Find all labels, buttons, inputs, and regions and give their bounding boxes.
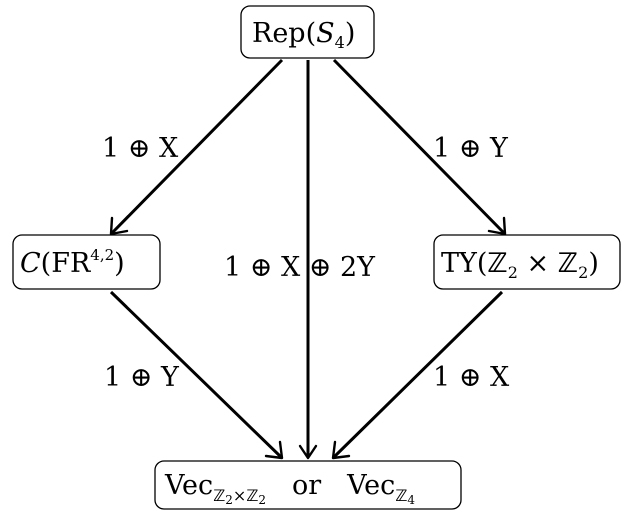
edge-right-bottom bbox=[331, 290, 504, 460]
node-left-box bbox=[12, 234, 161, 290]
arrowhead-bottom-center bbox=[298, 444, 318, 460]
label-top-left: 1 ⊕ X bbox=[102, 133, 179, 164]
arrowhead-bottom-left bbox=[264, 440, 284, 460]
arrowhead-left bbox=[109, 216, 129, 236]
label-right-bottom: 1 ⊕ X bbox=[433, 362, 510, 393]
node-top: Rep(S4) bbox=[240, 5, 375, 59]
label-left-bottom: 1 ⊕ Y bbox=[104, 362, 180, 393]
label-top-bottom: 1 ⊕ X ⊕ 2Y bbox=[224, 252, 376, 283]
node-right-box bbox=[433, 234, 621, 290]
label-top-right: 1 ⊕ Y bbox=[433, 133, 509, 164]
node-top-box bbox=[240, 5, 375, 59]
edge-left-bottom bbox=[109, 290, 284, 460]
node-bottom-box bbox=[154, 460, 462, 510]
edge-top-left bbox=[109, 58, 284, 236]
edges bbox=[109, 58, 507, 460]
edge-top-right bbox=[332, 58, 507, 236]
node-right: TY(ℤ2 × ℤ2) bbox=[433, 234, 621, 290]
arrowhead-bottom-right bbox=[331, 440, 351, 460]
node-right-label: TY(ℤ2 × ℤ2) bbox=[441, 248, 599, 282]
node-left: C(FR4,2) bbox=[12, 234, 161, 290]
arrowhead-right bbox=[487, 216, 507, 236]
edge-labels: 1 ⊕ X 1 ⊕ Y 1 ⊕ X ⊕ 2Y 1 ⊕ Y 1 ⊕ X bbox=[102, 133, 510, 393]
